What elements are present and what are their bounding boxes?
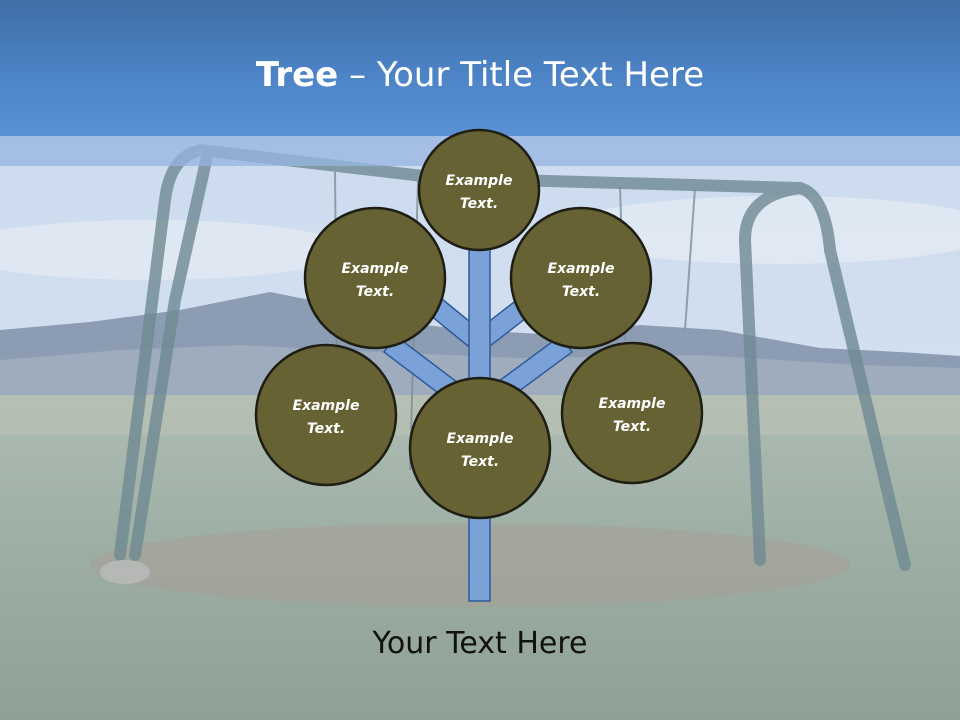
node-label-line1: Example bbox=[446, 173, 513, 189]
node-label-line1: Example bbox=[548, 261, 615, 277]
node-label-line1: Example bbox=[342, 261, 409, 277]
title-bold-part: Tree bbox=[255, 55, 339, 95]
node-label-line2: Text. bbox=[562, 284, 600, 300]
node-label-line2: Text. bbox=[307, 421, 345, 437]
node-label-line2: Text. bbox=[460, 196, 498, 212]
node-label-line1: Example bbox=[447, 431, 514, 447]
tree-node-center[interactable]: Example Text. bbox=[408, 376, 552, 520]
node-label-line1: Example bbox=[293, 398, 360, 414]
title-separator: – bbox=[338, 55, 377, 95]
tree-node-lower-right[interactable]: Example Text. bbox=[560, 341, 704, 485]
tree-node-top[interactable]: Example Text. bbox=[417, 128, 541, 252]
title-rest: Your Title Text Here bbox=[376, 55, 705, 95]
node-label-line2: Text. bbox=[356, 284, 394, 300]
title-bar bbox=[0, 0, 960, 136]
node-label-line2: Text. bbox=[461, 454, 499, 470]
tree-node-upper-left[interactable]: Example Text. bbox=[303, 206, 447, 350]
tree-node-lower-left[interactable]: Example Text. bbox=[254, 343, 398, 487]
node-label-line2: Text. bbox=[613, 419, 651, 435]
node-label-line1: Example bbox=[599, 396, 666, 412]
tree-node-upper-right[interactable]: Example Text. bbox=[509, 206, 653, 350]
slide-title: Tree – Your Title Text Here bbox=[0, 52, 960, 98]
footer-text: Your Text Here bbox=[372, 626, 588, 661]
